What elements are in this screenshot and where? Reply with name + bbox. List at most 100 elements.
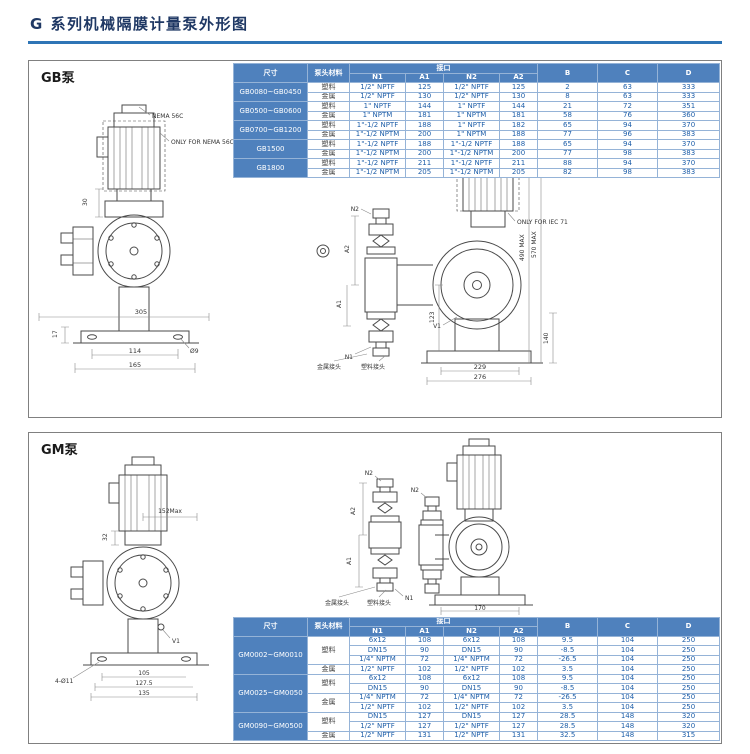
data-cell: 181 — [405, 110, 444, 121]
data-cell: 98 — [597, 148, 658, 159]
data-cell: 104 — [597, 645, 658, 656]
data-cell: 211 — [405, 158, 444, 169]
data-cell: 102 — [499, 664, 538, 675]
material-cell: 金属 — [307, 730, 350, 741]
header-n2: N2 — [443, 72, 500, 83]
data-cell: DN15 — [443, 683, 500, 694]
header-size: 尺寸 — [233, 63, 308, 83]
data-cell: 1/4" NPTM — [349, 654, 406, 665]
data-cell: 131 — [405, 730, 444, 741]
data-cell: 77 — [537, 148, 598, 159]
header-material: 泵头材料 — [307, 616, 350, 637]
data-cell: 108 — [499, 673, 538, 684]
data-cell: 90 — [405, 683, 444, 694]
header-b: B — [537, 63, 598, 83]
model-cell: GM0025~GM0050 — [233, 673, 308, 713]
data-cell: 1/4" NPTM — [443, 654, 500, 665]
data-cell: 315 — [657, 730, 720, 741]
header-n1: N1 — [349, 72, 406, 83]
data-cell: 88 — [537, 158, 598, 169]
dim-a2: A2 — [344, 245, 351, 253]
data-cell: 9.5 — [537, 635, 598, 646]
gb-front-view — [60, 104, 199, 344]
data-cell: 104 — [597, 673, 658, 684]
data-cell: 131 — [499, 730, 538, 741]
data-cell: 188 — [499, 129, 538, 140]
material-cell: 塑料 — [307, 158, 350, 169]
data-cell: DN15 — [443, 711, 500, 722]
model-cell: GB1500 — [233, 139, 308, 159]
dim-135: 135 — [138, 690, 150, 697]
data-cell: 130 — [405, 91, 444, 102]
gm-panel-label: GM泵 — [41, 443, 78, 458]
data-cell: DN15 — [349, 683, 406, 694]
model-cell: GM0090~GM0500 — [233, 711, 308, 741]
data-cell: 360 — [657, 110, 720, 121]
title-underline — [28, 41, 722, 44]
data-cell: 205 — [405, 167, 444, 178]
data-cell: 383 — [657, 129, 720, 140]
gm-valve-stack — [368, 478, 402, 592]
gm-drawing: 152Max 32 V1 105 127.5 135 4-Ø11 — [55, 438, 533, 701]
data-cell: 2 — [537, 82, 598, 93]
port-n2-side-label: N2 — [411, 487, 419, 494]
gb-front-labels: NEMA 56C ONLY FOR NEMA 56C 30 17 305 114… — [52, 113, 234, 369]
data-cell: -26.5 — [537, 654, 598, 665]
data-cell: 125 — [405, 82, 444, 93]
data-cell: 6x12 — [349, 635, 406, 646]
data-cell: 188 — [405, 139, 444, 150]
material-cell: 塑料 — [307, 139, 350, 150]
data-cell: 383 — [657, 167, 720, 178]
data-cell: 72 — [597, 101, 658, 112]
material-cell: 金属 — [307, 692, 350, 713]
dim-a2: A2 — [350, 507, 357, 515]
data-cell: 94 — [597, 158, 658, 169]
dim-114: 114 — [129, 347, 141, 355]
metal-fitting-label: 金属接头 — [317, 363, 341, 371]
data-cell: 211 — [499, 158, 538, 169]
gm-side-view — [418, 438, 533, 606]
gm-front-dimension-lines — [72, 513, 198, 701]
dim-a1: A1 — [336, 300, 343, 308]
data-cell: 205 — [499, 167, 538, 178]
header-a2: A2 — [499, 72, 538, 83]
data-cell: 1" NPTF — [349, 101, 406, 112]
gm-side-labels: N2 170 — [411, 487, 486, 612]
data-cell: 370 — [657, 139, 720, 150]
data-cell: 1" NPTM — [443, 129, 500, 140]
data-cell: 250 — [657, 635, 720, 646]
dim-170: 170 — [474, 605, 486, 612]
data-cell: 3.5 — [537, 702, 598, 713]
data-cell: 127 — [405, 721, 444, 732]
material-cell: 塑料 — [307, 101, 350, 112]
data-cell: 182 — [499, 120, 538, 131]
model-cell: GM0002~GM0010 — [233, 635, 308, 675]
gm-front-labels: 152Max 32 V1 105 127.5 135 4-Ø11 — [55, 508, 182, 697]
data-cell: 370 — [657, 120, 720, 131]
model-cell: GB1800 — [233, 158, 308, 178]
gm-front-view — [70, 456, 209, 666]
gm-stack-dimension-lines — [338, 475, 404, 598]
data-cell: 8 — [537, 91, 598, 102]
data-cell: 1/2" NPTF — [349, 91, 406, 102]
data-cell: 148 — [597, 711, 658, 722]
header-c: C — [597, 616, 658, 637]
data-cell: 90 — [405, 645, 444, 656]
data-cell: 1"-1/2 NPTM — [349, 148, 406, 159]
data-cell: 1/2" NPTF — [443, 91, 500, 102]
data-cell: 90 — [499, 683, 538, 694]
data-cell: 1/4" NPTM — [349, 692, 406, 703]
data-cell: 63 — [597, 91, 658, 102]
data-cell: 130 — [499, 91, 538, 102]
data-cell: 1"-1/2 NPTM — [443, 167, 500, 178]
material-cell: 塑料 — [307, 120, 350, 131]
material-cell: 金属 — [307, 110, 350, 121]
data-cell: 90 — [499, 645, 538, 656]
data-cell: 72 — [499, 692, 538, 703]
data-cell: DN15 — [443, 645, 500, 656]
